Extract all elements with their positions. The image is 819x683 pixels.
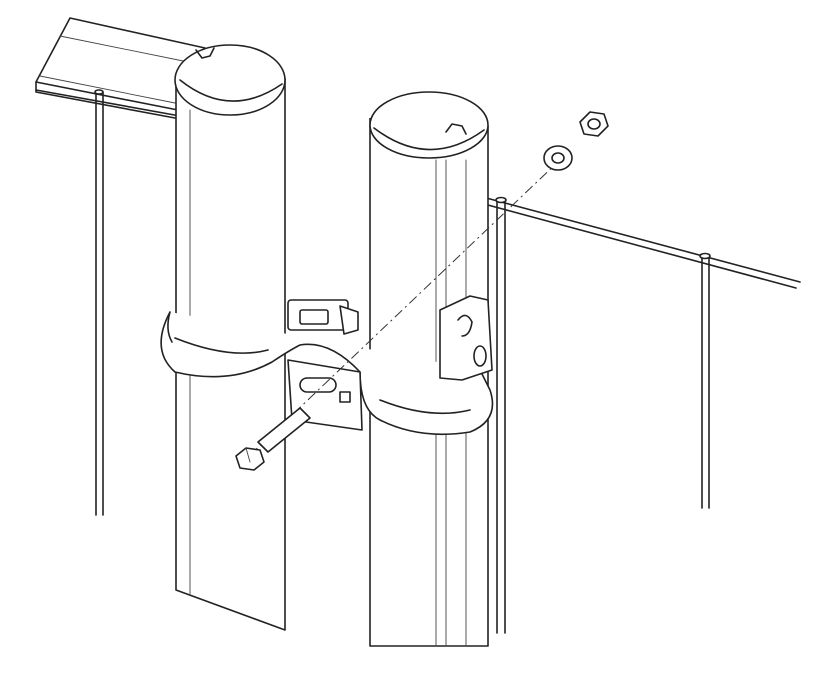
double-clamp — [160, 295, 494, 436]
wire-rail-left — [35, 89, 181, 516]
bolt — [235, 407, 311, 471]
nut — [579, 111, 609, 137]
washer — [543, 145, 573, 171]
wire-rail-right — [431, 183, 801, 634]
